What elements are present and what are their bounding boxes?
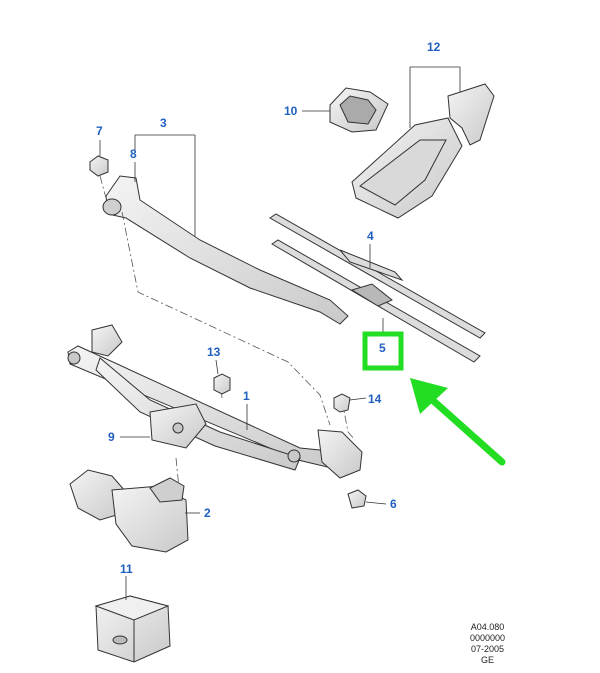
bolt-part (333, 393, 351, 413)
reference-number: 0000000 (470, 633, 506, 643)
callout-3: 3 (160, 116, 167, 130)
callout-10: 10 (284, 104, 298, 118)
callout-9: 9 (108, 430, 115, 444)
callout-2: 2 (204, 506, 211, 520)
callout-8: 8 (130, 147, 137, 161)
callout-4: 4 (367, 229, 374, 243)
callout-14: 14 (368, 392, 382, 406)
cowl-panel-part (351, 83, 495, 219)
callout-1: 1 (243, 389, 250, 403)
control-module-part (94, 595, 171, 663)
cap-part (329, 87, 389, 133)
reference-code: A04.080 (470, 622, 505, 632)
reference-date: 07-2005 (471, 644, 505, 654)
small-nut-part (213, 373, 231, 395)
wiper-blades-part (269, 213, 486, 363)
callout-6: 6 (390, 497, 397, 511)
highlight-box (362, 331, 404, 371)
callout-5: 5 (379, 341, 386, 355)
wiper-motor-part (69, 469, 189, 553)
reference-lang: GE (481, 655, 495, 665)
callout-11: 11 (120, 562, 133, 576)
nut-part (89, 155, 109, 177)
callout-12: 12 (427, 40, 441, 54)
leader-lines (99, 66, 461, 600)
wiper-linkage-part (67, 324, 363, 479)
clip-part (347, 489, 367, 509)
callout-13: 13 (207, 345, 221, 359)
drawing-reference: A04.080 0000000 07-2005 GE (470, 622, 505, 666)
callout-7: 7 (96, 124, 103, 138)
green-arrow-icon (410, 378, 506, 466)
wiper-arm-part (102, 175, 349, 325)
